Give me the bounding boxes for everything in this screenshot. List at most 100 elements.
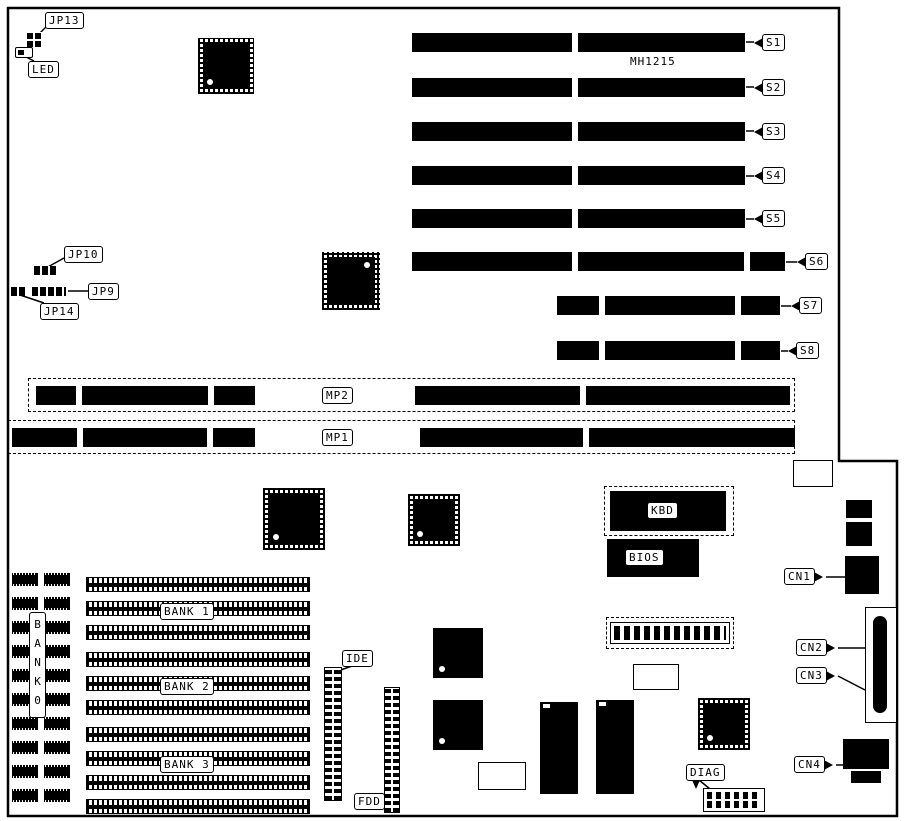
dip-chip [44,741,70,754]
slot-key-gap [599,296,605,315]
cn3-label: CN3 [796,667,835,684]
ide-header [324,667,342,801]
board-model: MH1215 [630,55,676,68]
jp13-jumper [27,32,43,47]
eprom-chip-1 [540,702,578,794]
dip-chip [12,741,38,754]
slot-label-s8: S8 [787,342,820,359]
simm-socket [86,775,310,790]
kbd-socket-outline [604,486,734,536]
slot-key-gap [583,428,589,447]
mp1-label: MP1 [322,429,353,446]
diag-label: DIAG [686,764,725,789]
pin1-dot [207,79,213,85]
pin1-dot [439,738,445,744]
slot-key-gap [208,386,214,405]
led-die [18,50,24,55]
qfp-chip-2 [322,252,380,310]
eprom-chip-2 [596,700,634,794]
bank3-label: BANK 3 [160,756,214,773]
slot-label-s2: S2 [753,79,786,96]
dip-chip [12,789,38,802]
slot-label-s1: S1 [753,34,786,51]
slot-key-gap [580,386,586,405]
pin1-dot [707,735,713,741]
slot-label-s5: S5 [753,210,786,227]
simm-socket [86,625,310,640]
simm-socket [86,799,310,814]
dip-chip [44,693,70,706]
connector-block-upper [846,500,872,518]
bank1-label: BANK 1 [160,603,214,620]
pin1-dot [439,666,445,672]
fdd-header [384,687,400,813]
component-outline-1 [633,664,679,690]
isa-slot-s1 [412,33,745,52]
cn2-cn3-connector [865,607,897,723]
slot-key-gap [572,78,578,97]
kbd-chip: KBD [610,491,726,531]
slot-key-gap [572,33,578,52]
dip-chip [12,597,38,610]
slot-key-gap [572,122,578,141]
qfp-chip-4 [408,494,460,546]
jp9-jumper [32,287,66,296]
slot-key-gap [735,296,741,315]
slot-label-s6: S6 [796,253,829,270]
power-connector-outline [606,617,734,649]
slot-key-gap [207,428,213,447]
dip-chip [44,669,70,682]
component-outline-2 [793,460,833,487]
slot-key-gap [572,166,578,185]
isa-slot-s7 [557,296,780,315]
isa-slot-s3 [412,122,745,141]
simm-socket [86,577,310,592]
kbd-label: KBD [647,502,678,519]
mp2-left-bar [36,386,255,405]
qfp-chip-3 [263,488,325,550]
simm-socket [86,700,310,715]
dip-chip [12,765,38,778]
simm-socket [86,652,310,667]
led-label: LED [28,61,59,78]
dip-chip [44,717,70,730]
mp1-left-bar [12,428,255,447]
slot-key-gap [744,252,750,271]
crystal-outline [478,762,526,790]
dip-chip [44,621,70,634]
mp2-right-bar [415,386,790,405]
pin1-dot [273,534,279,540]
isa-slot-s6 [412,252,785,271]
isa-slot-s2 [412,78,745,97]
jp13-label: JP13 [45,12,84,29]
mp2-label: MP2 [322,387,353,404]
jp10-label: JP10 [64,246,103,263]
slot-label-s4: S4 [753,167,786,184]
dip-chip [44,789,70,802]
fdd-label: FDD [354,793,385,810]
chip-notch [543,704,550,708]
slot-key-gap [572,209,578,228]
cn1-label: CN1 [784,568,823,585]
mp1-right-bar [420,428,795,447]
mp2-socket-outline [28,378,795,412]
bank2-label: BANK 2 [160,678,214,695]
jp10-jumper [34,266,56,275]
isa-slot-s5 [412,209,745,228]
slot-key-gap [77,428,83,447]
cn4-connector [843,739,889,769]
plcc-chip-2 [433,700,483,750]
bank0-label: BANK0 [29,612,46,718]
cn4-label: CN4 [794,756,833,773]
db-connector-pins [873,616,887,713]
ide-label: IDE [342,650,373,667]
dip-chip [44,765,70,778]
pin1-dot [364,262,370,268]
pin1-dot [417,531,423,537]
dip-chip [44,573,70,586]
slot-key-gap [599,341,605,360]
slot-label-s7: S7 [790,297,823,314]
jp14-jumper [11,287,25,296]
bios-chip: BIOS [607,539,699,577]
